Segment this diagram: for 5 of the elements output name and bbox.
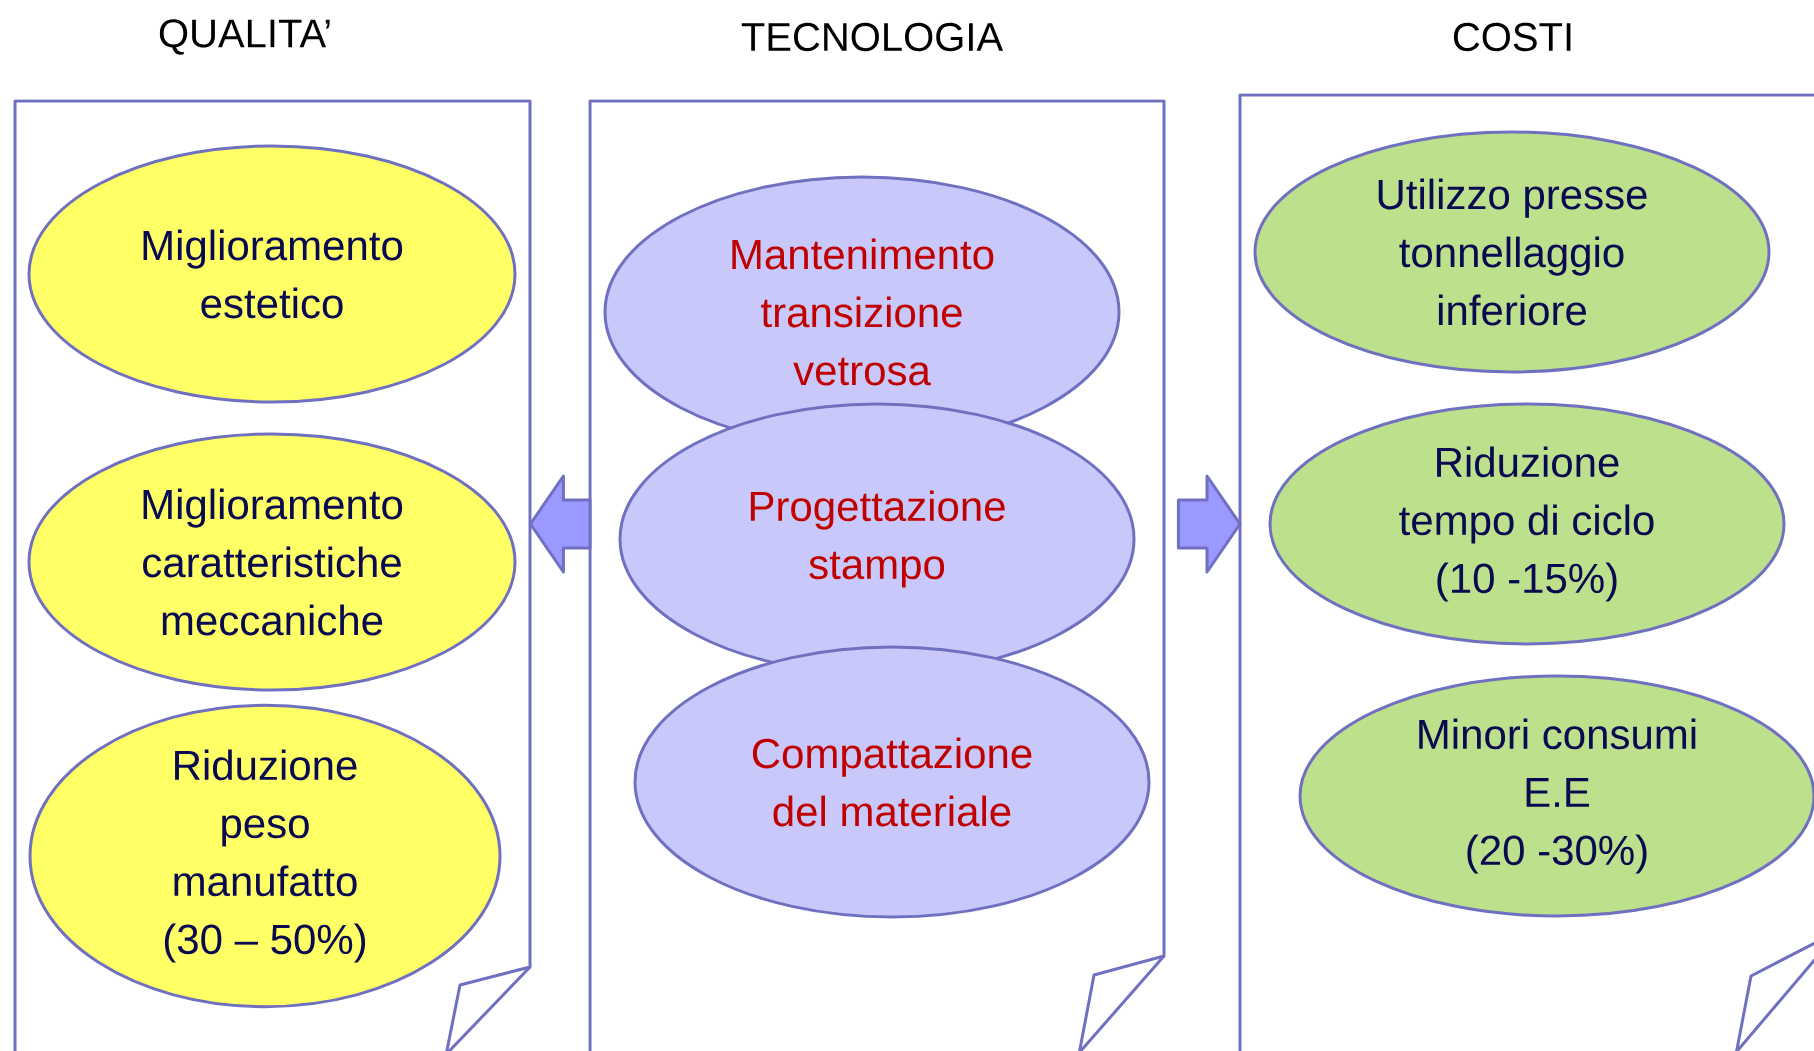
- panel-heading: COSTI: [1453, 22, 1571, 52]
- panel-heading: TECNOLOGIA: [741, 22, 1004, 52]
- block-arrow: [528, 474, 592, 574]
- block-arrow: [1176, 474, 1242, 574]
- panel-heading: QUALITA’: [159, 19, 330, 55]
